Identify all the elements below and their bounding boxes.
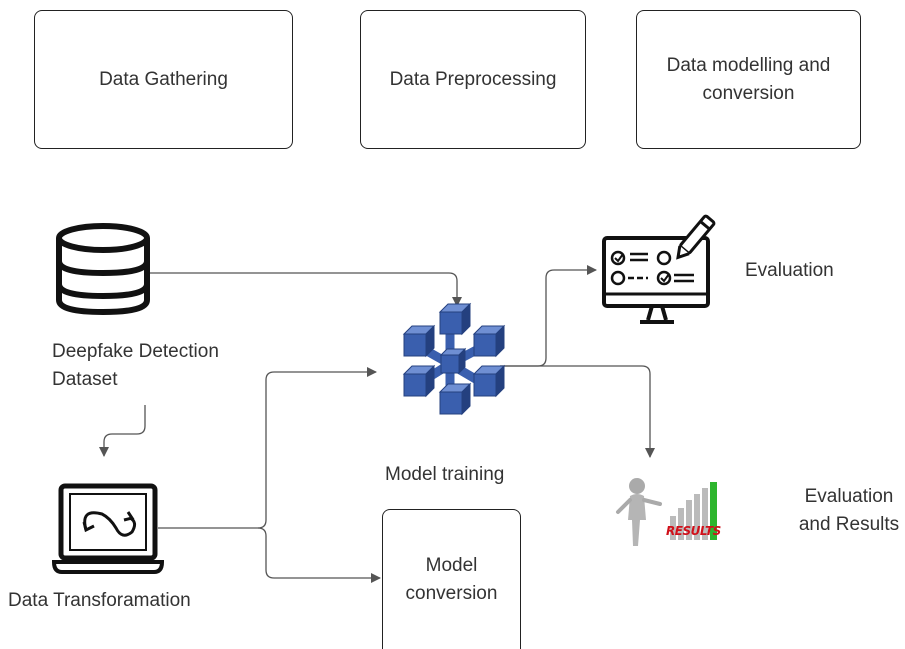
dataset-label: Deepfake Detection Dataset xyxy=(52,341,219,390)
stage-label: Data modelling and conversion xyxy=(666,54,831,104)
arrow-training-to-evaluation xyxy=(500,265,597,367)
evaluation-label: Evaluation xyxy=(745,260,834,281)
results-badge: RESULTS xyxy=(666,524,721,538)
stage-label: Data Gathering xyxy=(99,68,228,90)
training-label: Model training xyxy=(385,464,505,485)
stage-label: Data Preprocessing xyxy=(389,68,557,90)
results-label: Evaluation and Results xyxy=(798,486,900,535)
arrow-dataset-to-training xyxy=(150,272,462,307)
arrow-dataset-to-transformation xyxy=(99,405,146,457)
stage-data-gathering: Data Gathering xyxy=(34,10,293,149)
arrow-transformation-to-conversion xyxy=(257,527,381,583)
model-conversion-box: Model conversion xyxy=(382,509,521,649)
stage-data-preprocessing: Data Preprocessing xyxy=(360,10,586,149)
conversion-label: Model conversion xyxy=(405,554,498,604)
transformation-label: Data Transforamation xyxy=(8,590,191,611)
arrow-transformation-to-training xyxy=(158,367,377,529)
stage-data-modelling: Data modelling and conversion xyxy=(636,10,861,149)
arrow-training-to-results xyxy=(500,365,655,458)
